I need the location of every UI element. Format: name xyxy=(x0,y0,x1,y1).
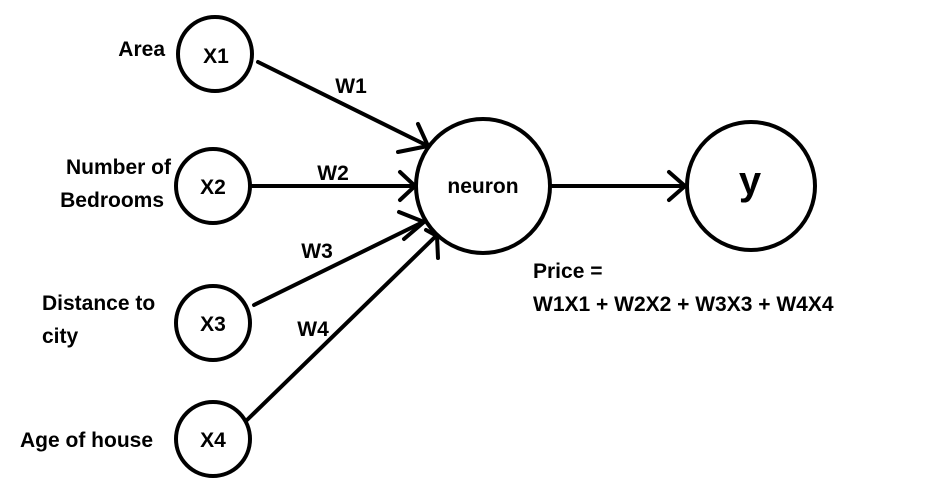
weight-label-w4: W4 xyxy=(297,318,329,341)
feature-label-age: Age of house xyxy=(20,429,153,452)
arrowhead-w3 xyxy=(397,210,426,241)
weight-label-w2: W2 xyxy=(317,162,349,185)
node-x3-label: X3 xyxy=(200,313,226,336)
edge-x4-neuron xyxy=(245,234,438,422)
input-nodes xyxy=(174,15,254,478)
neuron-node xyxy=(414,117,552,255)
feature-label-area: Area xyxy=(118,38,165,61)
weight-label-w1: W1 xyxy=(335,75,367,98)
feature-label-distance-line2: city xyxy=(42,325,79,348)
edge-x3-neuron xyxy=(252,220,425,307)
node-x1 xyxy=(176,15,254,93)
feature-label-bedrooms-line2: Bedrooms xyxy=(60,189,164,212)
connections xyxy=(245,60,685,422)
node-x3 xyxy=(174,284,252,362)
weight-label-w3: W3 xyxy=(301,240,333,263)
node-x4 xyxy=(174,400,252,478)
feature-label-bedrooms-line1: Number of xyxy=(66,156,172,179)
output-node xyxy=(685,120,817,252)
node-x4-label: X4 xyxy=(200,429,226,452)
node-x2 xyxy=(174,147,252,225)
node-x1-label: X1 xyxy=(203,45,229,68)
node-x2-label: X2 xyxy=(200,176,226,199)
edge-x1-neuron xyxy=(256,60,430,148)
formula-line-1: Price = xyxy=(533,260,602,283)
feature-label-distance-line1: Distance to xyxy=(42,292,155,315)
formula-line-2: W1X1 + W2X2 + W3X3 + W4X4 xyxy=(533,293,834,316)
output-label: y xyxy=(739,159,762,203)
neuron-label: neuron xyxy=(447,175,518,198)
